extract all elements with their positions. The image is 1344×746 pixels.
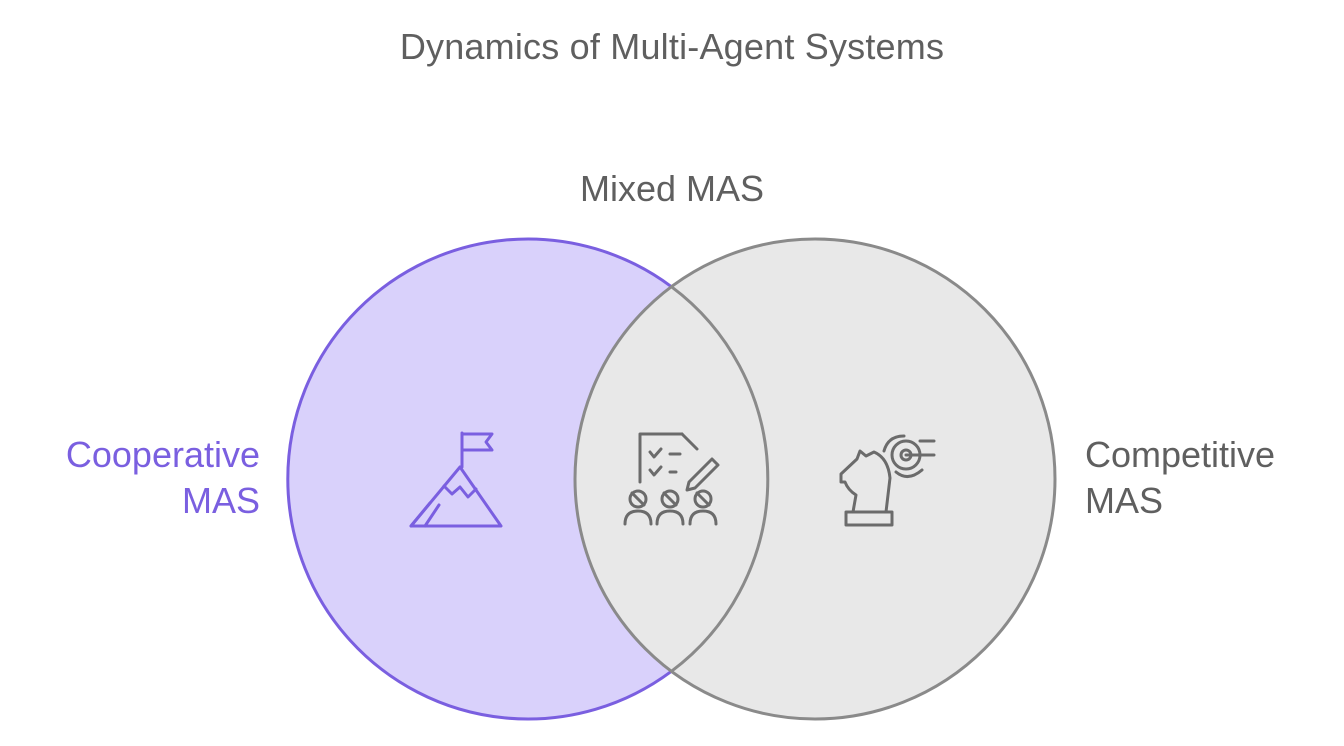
cooperative-mas-label: Cooperative MAS [66, 432, 260, 524]
cooperative-circle-outline [286, 237, 673, 721]
chess-knight-target-icon [839, 434, 936, 527]
cooperative-label-line-2: MAS [181, 480, 260, 521]
competitive-circle [575, 239, 1055, 719]
team-checklist-icon [623, 432, 720, 526]
competitive-label-line-2: MAS [1085, 480, 1164, 521]
mountain-flag-icon [409, 431, 503, 528]
cooperative-label-line-1: Cooperative [65, 434, 260, 475]
mixed-mas-label: Mixed MAS [579, 168, 765, 209]
competitive-label-line-1: Competitive [1085, 434, 1276, 475]
overlap-boundary [670, 285, 770, 673]
diagram-title: Dynamics of Multi-Agent Systems [399, 26, 945, 67]
competitive-circle-outline [573, 237, 1057, 721]
competitive-mas-label: Competitive MAS [1085, 432, 1275, 524]
